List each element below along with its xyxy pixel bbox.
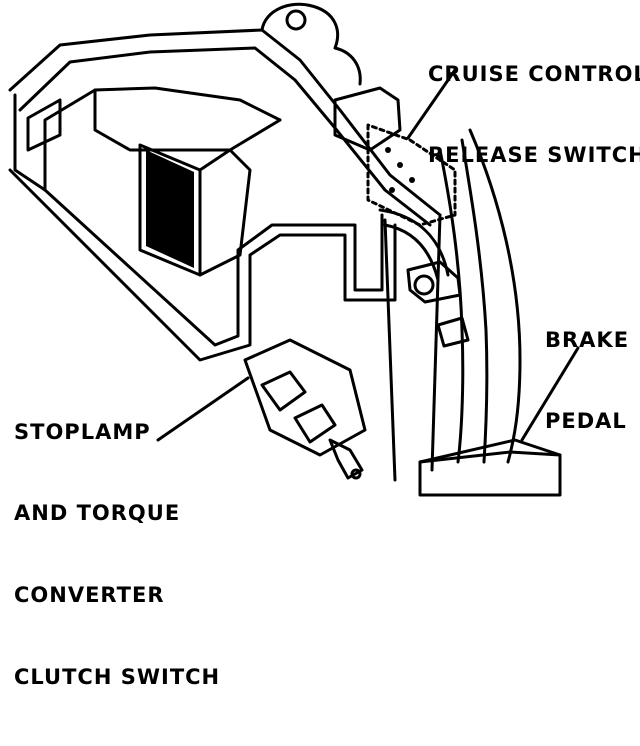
stoplamp-label-line-4: CLUTCH SWITCH xyxy=(14,665,221,690)
pedal-arm-right xyxy=(460,138,489,464)
left-block-ledge xyxy=(93,86,282,122)
stoplamp-connector-2 xyxy=(293,403,337,444)
stoplamp-label-line-2: AND TORQUE xyxy=(14,501,181,526)
stoplamp-switch-label: STOPLAMP AND TORQUE CONVERTER CLUTCH SWI… xyxy=(14,364,220,746)
bracket-ear-hole xyxy=(285,9,307,31)
switch-bracket xyxy=(333,86,402,152)
switch-body-outline xyxy=(366,123,457,227)
stoplamp-connector-1 xyxy=(260,370,307,412)
pedal-clip xyxy=(436,316,470,348)
stoplamp-plunger-tip xyxy=(350,468,362,480)
stoplamp-plunger xyxy=(328,438,364,480)
guide-arm xyxy=(378,208,450,277)
center-panel-fill xyxy=(146,150,194,268)
brake-pedal-assembly-drawing xyxy=(8,2,580,497)
support-wall-right xyxy=(430,213,442,472)
pedal-arm-outer xyxy=(468,128,522,464)
guide-arm-inner xyxy=(383,223,440,282)
stoplamp-bracket xyxy=(243,338,367,457)
release-switch-nut xyxy=(413,274,435,296)
switch-detail-1 xyxy=(385,147,391,153)
pedal-base xyxy=(418,438,562,497)
switch-detail-2 xyxy=(397,162,403,168)
stoplamp-label-line-1: STOPLAMP xyxy=(14,419,151,444)
housing-front-face xyxy=(8,168,397,362)
brake-leader-line xyxy=(520,346,580,442)
stoplamp-leader-line xyxy=(156,376,250,442)
cruise-leader-line xyxy=(406,68,457,140)
diagram-canvas: CRUISE CONTROL RELEASE SWITCH BRAKE PEDA… xyxy=(8,2,640,690)
housing-front-inner xyxy=(43,188,384,347)
brake-label-line-1: BRAKE xyxy=(545,327,630,352)
cruise-label-line-1: CRUISE CONTROL xyxy=(428,61,640,86)
switch-detail-3 xyxy=(409,177,415,183)
support-wall xyxy=(383,218,397,482)
cruise-control-release-switch-label: CRUISE CONTROL RELEASE SWITCH xyxy=(428,6,640,224)
stoplamp-label-line-3: CONVERTER xyxy=(14,583,165,608)
brake-label-line-2: PEDAL xyxy=(545,409,627,434)
bracket-ear xyxy=(260,2,362,86)
housing-top-edge xyxy=(8,28,442,217)
housing-inner-edge xyxy=(18,46,432,227)
pedal-base-top xyxy=(418,450,562,464)
cruise-label-line-2: RELEASE SWITCH xyxy=(428,143,640,168)
pedal-arm-left xyxy=(438,148,465,464)
switch-detail-4 xyxy=(389,187,395,193)
brake-pedal-label: BRAKE PEDAL xyxy=(545,272,629,490)
left-block-slot xyxy=(26,98,62,152)
center-panel-rim xyxy=(198,148,252,277)
